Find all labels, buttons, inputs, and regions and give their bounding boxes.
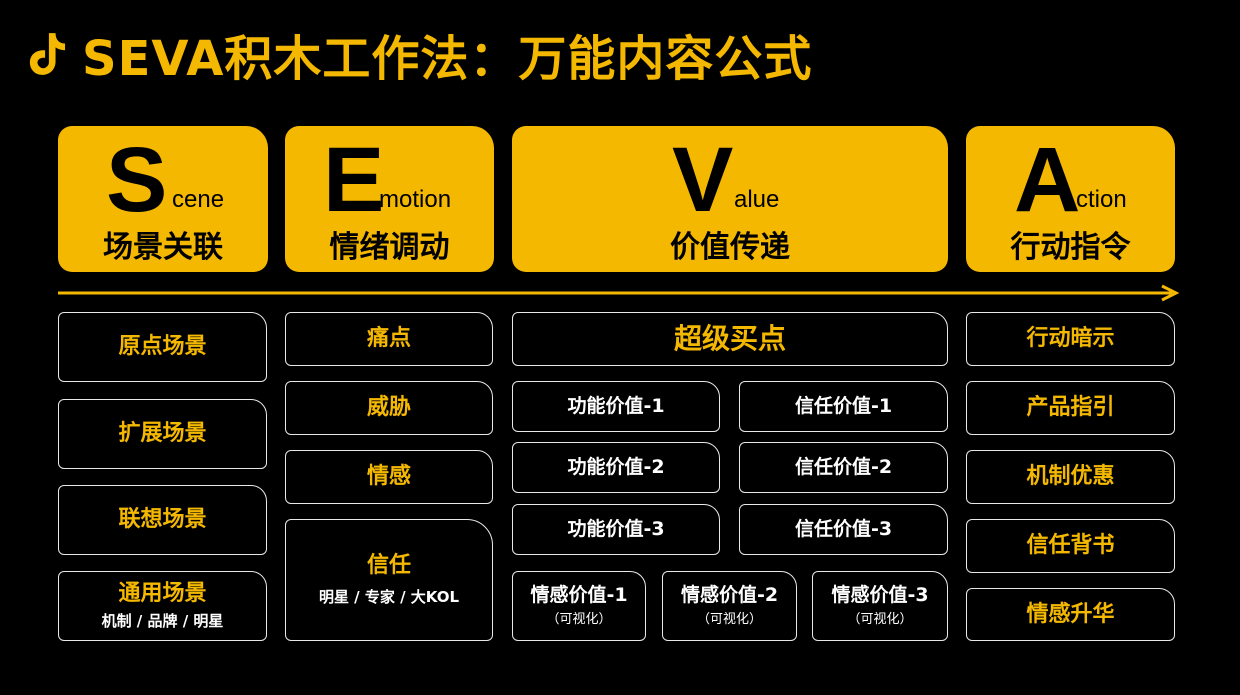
tiktok-icon <box>29 33 66 75</box>
super-point-label: 超级买点 <box>673 321 786 355</box>
scene-label: 联想场景 <box>118 507 207 533</box>
emotion-value-item: 情感价值-1 （可视化） <box>512 571 646 641</box>
header-letter: A <box>1014 129 1081 231</box>
emotion-value-sub: （可视化） <box>696 612 762 628</box>
scene-sub: 机制 / 品牌 / 明星 <box>101 612 224 631</box>
action-item: 情感升华 <box>966 588 1175 641</box>
func-value-item: 功能价值-3 <box>512 504 720 555</box>
emotion-item: 情感 <box>285 450 493 504</box>
action-label: 产品指引 <box>1026 395 1115 421</box>
action-item: 机制优惠 <box>966 450 1175 504</box>
header-letter: E <box>323 129 385 231</box>
func-value-label: 功能价值-2 <box>567 455 665 478</box>
emotion-value-sub: （可视化） <box>847 612 913 628</box>
header-cn: 价值传递 <box>670 230 790 265</box>
header-word: ction <box>1076 186 1127 213</box>
scene-label: 原点场景 <box>118 334 207 360</box>
action-label: 机制优惠 <box>1026 464 1115 490</box>
header-letter: S <box>106 129 168 231</box>
action-label: 行动暗示 <box>1026 326 1115 352</box>
emotion-value-item: 情感价值-3 （可视化） <box>812 571 948 641</box>
scene-label: 扩展场景 <box>118 421 207 447</box>
emotion-item: 威胁 <box>285 381 493 435</box>
header-letter: V <box>672 129 734 231</box>
emotion-sub: 明星 / 专家 / 大KOL <box>318 588 460 607</box>
scene-item: 原点场景 <box>58 312 267 382</box>
emotion-value-label: 情感价值-1 <box>530 583 628 606</box>
func-value-item: 功能价值-2 <box>512 442 720 493</box>
header-cn: 场景关联 <box>103 230 223 265</box>
scene-item: 扩展场景 <box>58 399 267 469</box>
header-value: V alue 价值传递 <box>512 126 948 272</box>
emotion-value-label: 情感价值-2 <box>680 583 779 606</box>
header-scene: S cene 场景关联 <box>58 126 268 272</box>
emotion-item: 信任 明星 / 专家 / 大KOL <box>285 519 493 641</box>
func-value-item: 功能价值-1 <box>512 381 720 432</box>
super-point: 超级买点 <box>512 312 948 366</box>
emotion-label: 信任 <box>366 552 411 578</box>
emotion-value-sub: （可视化） <box>546 612 612 628</box>
header-cn: 行动指令 <box>1010 230 1131 265</box>
emotion-value-item: 情感价值-2 （可视化） <box>662 571 797 641</box>
emotion-value-label: 情感价值-3 <box>831 583 929 606</box>
emotion-label: 情感 <box>366 464 411 490</box>
trust-value-item: 信任价值-3 <box>739 504 948 555</box>
scene-item: 联想场景 <box>58 485 267 555</box>
func-value-label: 功能价值-3 <box>567 517 665 540</box>
page-title: SEVA积木工作法：万能内容公式 <box>28 22 813 87</box>
scene-item: 通用场景 机制 / 品牌 / 明星 <box>58 571 267 641</box>
action-label: 信任背书 <box>1026 533 1115 559</box>
flow-arrow <box>58 284 1180 302</box>
header-action: A ction 行动指令 <box>966 126 1175 272</box>
emotion-item: 痛点 <box>285 312 493 366</box>
action-label: 情感升华 <box>1026 601 1115 627</box>
trust-value-label: 信任价值-3 <box>794 517 893 540</box>
action-item: 产品指引 <box>966 381 1175 435</box>
emotion-label: 痛点 <box>366 326 411 352</box>
func-value-label: 功能价值-1 <box>567 394 665 417</box>
scene-label: 通用场景 <box>118 580 207 606</box>
trust-value-item: 信任价值-2 <box>739 442 948 493</box>
action-item: 信任背书 <box>966 519 1175 573</box>
trust-value-label: 信任价值-2 <box>794 455 893 478</box>
header-cn: 情绪调动 <box>329 230 450 265</box>
emotion-label: 威胁 <box>366 395 411 421</box>
trust-value-item: 信任价值-1 <box>739 381 948 432</box>
trust-value-label: 信任价值-1 <box>794 394 893 417</box>
header-emotion: E motion 情绪调动 <box>285 126 494 272</box>
header-word: motion <box>379 186 452 213</box>
title-text: SEVA积木工作法：万能内容公式 <box>82 31 813 87</box>
header-word: cene <box>172 186 225 213</box>
action-item: 行动暗示 <box>966 312 1175 366</box>
header-word: alue <box>734 186 780 213</box>
